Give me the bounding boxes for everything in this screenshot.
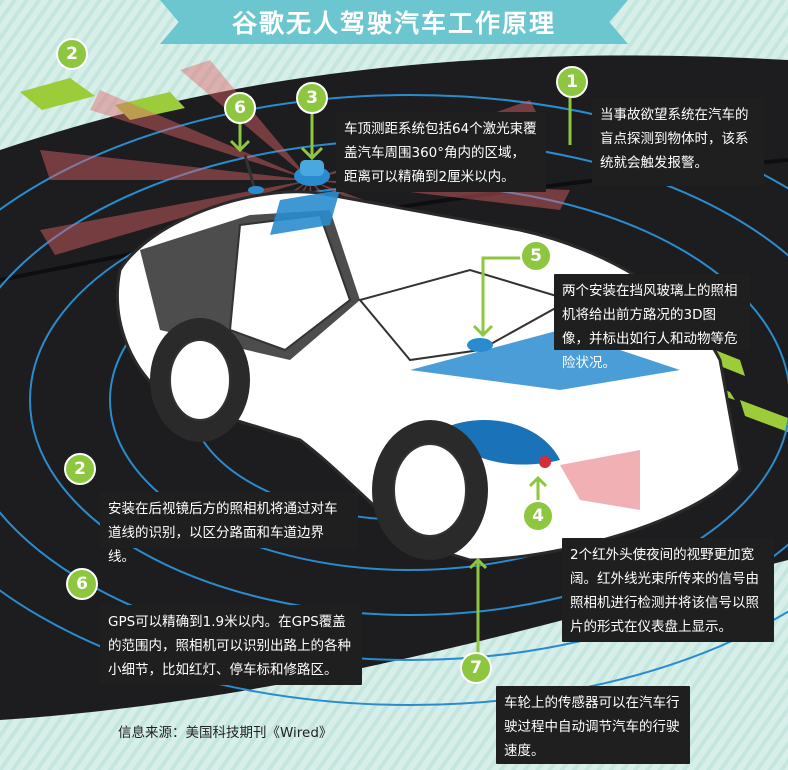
callout-1-badge: 1	[556, 66, 588, 98]
callout-2-text: 安装在后视镜后方的照相机将通过对车道线的识别，以区分路面和车道边界线。	[100, 492, 358, 565]
callout-7-text: 车轮上的传感器可以在汽车行驶过程中自动调节汽车的行驶速度。	[496, 686, 690, 764]
source-credit: 信息来源：美国科技期刊《Wired》	[118, 725, 333, 741]
page-title: 谷歌无人驾驶汽车工作原理	[160, 0, 628, 44]
callout-3-badge: 3	[296, 82, 328, 114]
callout-7-badge: 7	[460, 652, 492, 684]
callout-4-text: 2个红外头使夜间的视野更加宽阔。红外线光束所传来的信号由照相机进行检测并将该信号…	[562, 538, 774, 642]
callout-2-badge: 2	[64, 453, 96, 485]
infrared-beam	[560, 450, 640, 510]
callout-6-text: GPS可以精确到1.9米以内。在GPS覆盖的范围内，照相机可以识别出路上的各种小…	[100, 605, 362, 685]
callout-1-text: 当事故欲望系统在汽车的盲点探测到物体时，该系统就会触发报警。	[592, 98, 764, 186]
callout-2-lane-badge: 2	[56, 38, 88, 70]
callout-6-gps-badge: 6	[224, 92, 256, 124]
callout-4-badge: 4	[522, 500, 554, 532]
callout-5-badge: 5	[520, 240, 552, 272]
callout-5-text: 两个安装在挡风玻璃上的照相机将给出前方路况的3D图像，并标出如行人和动物等危险状…	[554, 274, 750, 371]
callout-6-badge: 6	[66, 568, 98, 600]
callout-3-text: 车顶测距系统包括64个激光束覆盖汽车周围360°角内的区域，距离可以精确到2厘米…	[336, 112, 546, 192]
